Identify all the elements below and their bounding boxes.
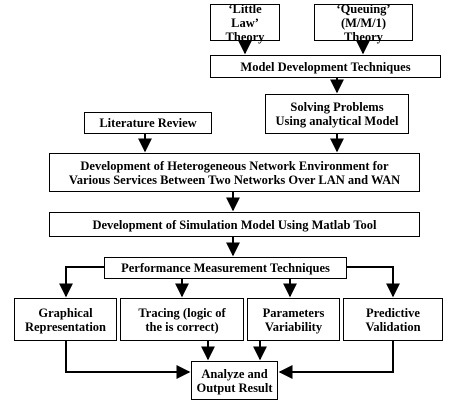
- node-parameters-variability: Parameters Variability: [247, 298, 340, 341]
- node-model-development-techniques: Model Development Techniques: [210, 55, 441, 78]
- node-predictive-validation: Predictive Validation: [343, 298, 443, 341]
- node-graphical-representation: Graphical Representation: [14, 298, 117, 341]
- arrow-performance-to-graphical: [59, 266, 104, 298]
- arrow-graphical-to-analyze: [65, 341, 191, 379]
- node-little-law-theory: ‘Little Law’ Theory: [210, 2, 280, 44]
- arrow-predictive-to-analyze: [278, 341, 394, 379]
- node-performance-measurement: Performance Measurement Techniques: [104, 257, 347, 279]
- arrow-performance-to-predictive: [347, 266, 400, 298]
- node-literature-review: Literature Review: [84, 112, 212, 134]
- node-heterogeneous-network: Development of Heterogeneous Network Env…: [49, 153, 420, 192]
- node-analyze-output-result: Analyze and Output Result: [191, 361, 278, 400]
- node-queuing-theory: ‘Queuing’ (M/M/1) Theory: [314, 2, 413, 44]
- node-simulation-model: Development of Simulation Model Using Ma…: [49, 212, 420, 237]
- node-tracing: Tracing (logic of the is correct): [120, 298, 244, 341]
- node-solving-problems: Solving Problems Using analytical Model: [265, 94, 409, 134]
